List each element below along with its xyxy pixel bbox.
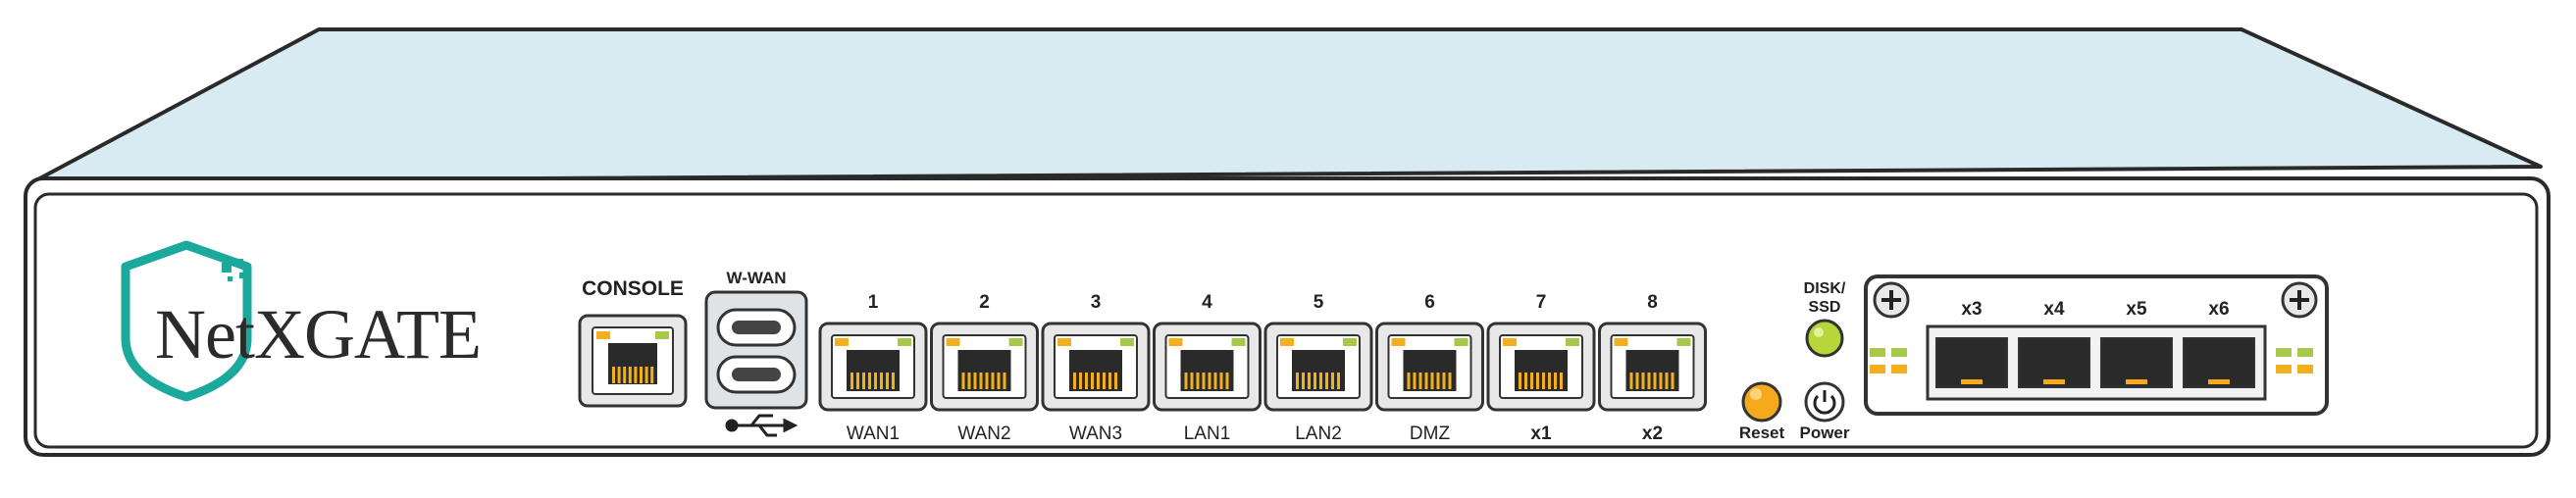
console-label: CONSOLE <box>582 277 684 300</box>
port-name-6: DMZ <box>1409 423 1451 444</box>
activity-led <box>1676 338 1691 346</box>
usb-icon <box>725 414 799 437</box>
sfp-port-x6[interactable] <box>2183 337 2255 388</box>
sfp-label-x5: x5 <box>2126 299 2147 320</box>
port-name-2: WAN2 <box>957 423 1011 444</box>
activity-led <box>898 338 911 346</box>
sfp-module <box>1864 274 2329 416</box>
port-number-7: 7 <box>1535 292 1547 313</box>
sfp-leds-left <box>1870 348 1907 374</box>
port-number-6: 6 <box>1424 292 1435 313</box>
port-name-5: LAN2 <box>1295 423 1342 444</box>
sfp-port-x5[interactable] <box>2100 337 2173 388</box>
ethernet-port-5[interactable] <box>1263 322 1373 412</box>
link-led <box>1280 338 1294 346</box>
ethernet-port-8[interactable] <box>1598 322 1707 412</box>
console-port[interactable] <box>578 314 688 408</box>
activity-led <box>1343 338 1357 346</box>
ethernet-port-4[interactable] <box>1153 322 1262 412</box>
activity-led <box>1231 338 1246 346</box>
sfp-label-x6: x6 <box>2208 299 2230 320</box>
link-led <box>1614 338 1628 346</box>
disk-ssd-label-line1: DISK/ <box>1803 280 1846 297</box>
power-label: Power <box>1799 423 1850 442</box>
ethernet-port-1[interactable] <box>818 322 928 412</box>
link-led <box>1168 338 1183 346</box>
ethernet-ports <box>818 322 1707 412</box>
link-led <box>1057 338 1071 346</box>
ethernet-port-3[interactable] <box>1041 322 1151 412</box>
port-name-3: WAN3 <box>1068 423 1123 444</box>
port-name-4: LAN1 <box>1183 423 1231 444</box>
activity-led <box>1008 338 1023 346</box>
activity-led <box>1566 338 1579 346</box>
screw-left-icon <box>1873 281 1910 319</box>
port-name-7: x1 <box>1530 423 1552 444</box>
screw-right-icon <box>2281 281 2318 319</box>
port-number-1: 1 <box>867 292 879 313</box>
chassis-lid <box>32 27 2543 183</box>
ethernet-port-2[interactable] <box>930 322 1039 412</box>
ethernet-port-7[interactable] <box>1486 322 1596 412</box>
reset-label: Reset <box>1738 423 1785 442</box>
port-number-8: 8 <box>1647 292 1658 313</box>
disk-ssd-label-line2: SSD <box>1808 299 1841 316</box>
power-button[interactable] <box>1804 381 1845 423</box>
link-led <box>946 338 960 346</box>
brand-logo-text: NetXGATE <box>155 295 482 374</box>
ethernet-port-6[interactable] <box>1375 322 1484 412</box>
activity-led <box>1454 338 1468 346</box>
sfp-port-x4[interactable] <box>2018 337 2090 388</box>
port-number-2: 2 <box>979 292 990 313</box>
sfp-leds-right <box>2276 348 2313 374</box>
wwan-usb-c-block <box>704 290 808 410</box>
link-led <box>835 338 849 346</box>
reset-button[interactable] <box>1741 381 1782 423</box>
link-led <box>1503 338 1517 346</box>
port-number-3: 3 <box>1090 292 1102 313</box>
sfp-port-x3[interactable] <box>1935 337 2008 388</box>
port-number-4: 4 <box>1202 292 1212 313</box>
port-name-1: WAN1 <box>846 423 901 444</box>
activity-led <box>1120 338 1134 346</box>
disk-ssd-led <box>1805 319 1844 358</box>
port-number-5: 5 <box>1313 292 1324 313</box>
link-led <box>1391 338 1406 346</box>
shield-logo-icon <box>121 240 252 402</box>
sfp-label-x3: x3 <box>1961 299 1983 320</box>
wwan-label: W-WAN <box>726 269 787 287</box>
port-name-8: x2 <box>1641 423 1664 444</box>
sfp-label-x4: x4 <box>2043 299 2065 320</box>
